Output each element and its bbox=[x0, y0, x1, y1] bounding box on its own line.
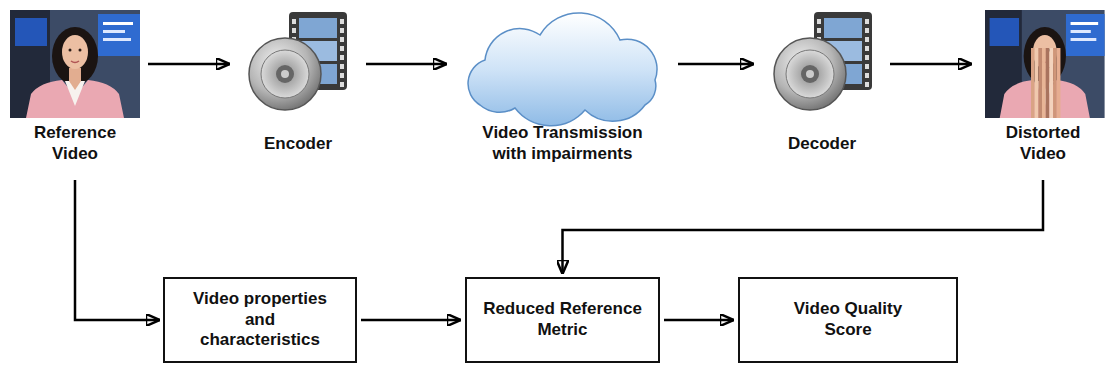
stage-label: Encoder bbox=[264, 134, 332, 155]
output-video: Distorted Video bbox=[980, 10, 1106, 174]
box-label: Reduced Reference Metric bbox=[479, 299, 646, 340]
flow-arrow bbox=[361, 319, 461, 322]
stage-label: Distorted Video bbox=[982, 123, 1104, 164]
decoder-icon bbox=[774, 12, 872, 110]
codec-stage: Decoder bbox=[762, 10, 882, 174]
network-stage: Video Transmission with impairments bbox=[455, 10, 670, 174]
process-box: Video properties and characteristics bbox=[163, 277, 357, 363]
flow-arrow bbox=[678, 63, 754, 66]
reference-frame bbox=[10, 10, 140, 118]
label-area: Distorted Video bbox=[982, 122, 1104, 166]
stage-label: Video Transmission with impairments bbox=[475, 123, 650, 164]
flow-arrow bbox=[75, 180, 160, 320]
label-area: Reference Video bbox=[12, 122, 138, 166]
flow-arrow bbox=[366, 63, 447, 66]
label-area: Decoder bbox=[764, 122, 880, 166]
process-box: Video Quality Score bbox=[738, 277, 958, 363]
stage-label: Decoder bbox=[788, 134, 856, 155]
flow-arrow bbox=[148, 63, 230, 66]
flow-arrow bbox=[563, 180, 1044, 274]
flow-arrow bbox=[664, 319, 734, 322]
stage-label: Reference Video bbox=[12, 123, 138, 164]
label-area: Video Transmission with impairments bbox=[475, 122, 650, 166]
encoder-icon bbox=[249, 12, 347, 110]
distorted-frame bbox=[985, 10, 1105, 118]
label-area: Encoder bbox=[240, 122, 356, 166]
box-label: Video Quality Score bbox=[768, 299, 928, 340]
flow-arrow bbox=[890, 63, 972, 66]
box-label: Video properties and characteristics bbox=[183, 289, 337, 351]
source-video: Reference Video bbox=[10, 10, 140, 174]
network-cloud bbox=[468, 13, 657, 126]
process-box: Reduced Reference Metric bbox=[465, 277, 660, 363]
codec-stage: Encoder bbox=[238, 10, 358, 174]
